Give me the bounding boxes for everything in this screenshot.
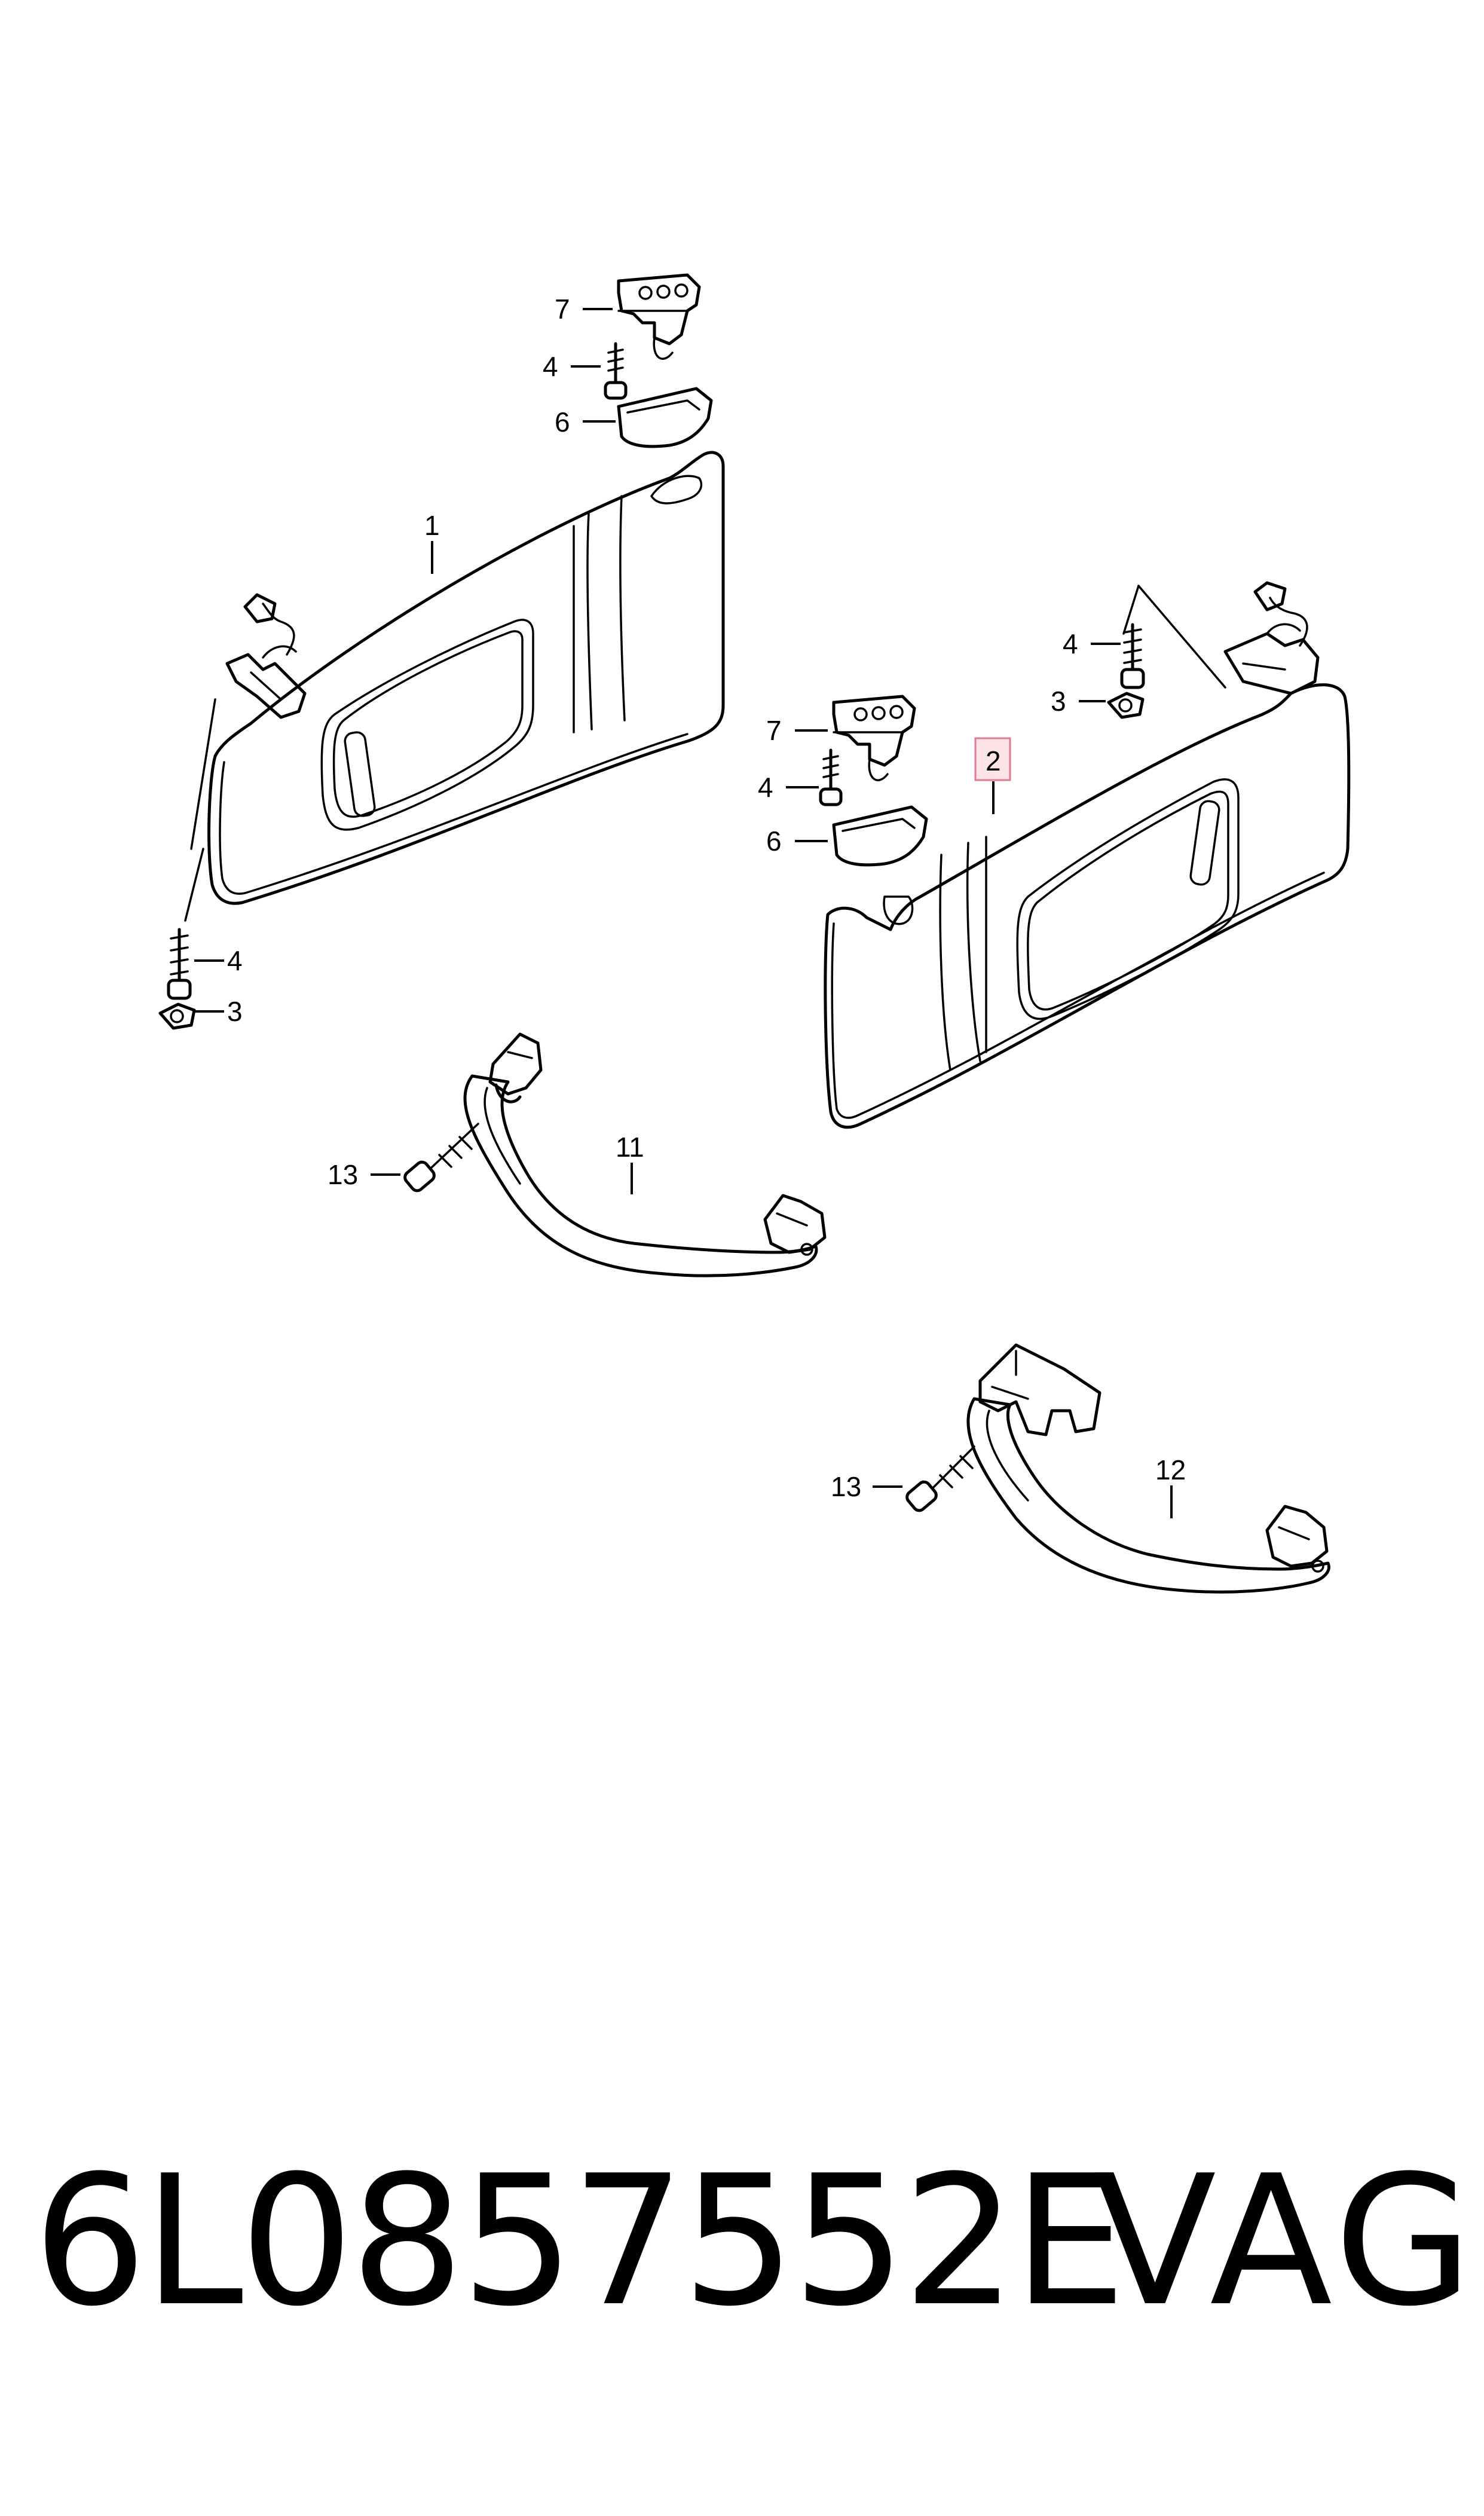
callout-4-right-mid: 4 <box>758 772 773 803</box>
callout-4-left-top: 4 <box>543 351 558 382</box>
sun-visor-left <box>184 451 725 922</box>
brand-label: VAG <box>1094 2137 1478 2346</box>
part-number-label: 6L0857552E <box>33 2137 1127 2346</box>
callout-3-left: 3 <box>227 996 243 1027</box>
callout-2: 2 <box>986 745 1001 776</box>
callout-6-left: 6 <box>555 406 570 438</box>
callout-6-right: 6 <box>766 826 782 857</box>
callout-12: 12 <box>1155 1454 1186 1485</box>
leader-lines <box>194 308 1173 1518</box>
grab-handle-11 <box>403 1032 827 1277</box>
callout-3-right: 3 <box>1051 686 1066 717</box>
callout-13-right: 13 <box>831 1471 861 1502</box>
grab-handle-12 <box>905 1343 1330 1594</box>
callout-labels: 2 7 4 6 1 4 3 4 3 7 4 6 11 13 12 13 <box>227 294 1186 1502</box>
callout-13-left: 13 <box>328 1159 358 1190</box>
fastener-right-upper <box>1107 623 1145 719</box>
callout-7-left: 7 <box>555 294 570 325</box>
callout-7-right: 7 <box>766 715 782 746</box>
callout-4-left-bottom: 4 <box>227 945 243 976</box>
clip-assembly-left <box>604 273 713 448</box>
sun-visor-right <box>824 581 1351 1129</box>
callout-4-right-top: 4 <box>1063 628 1078 659</box>
clip-assembly-right <box>819 695 928 867</box>
callout-2-highlight <box>974 737 1011 781</box>
callout-11: 11 <box>616 1132 644 1163</box>
callout-1: 1 <box>424 510 440 541</box>
fastener-left-lower <box>158 928 196 1030</box>
